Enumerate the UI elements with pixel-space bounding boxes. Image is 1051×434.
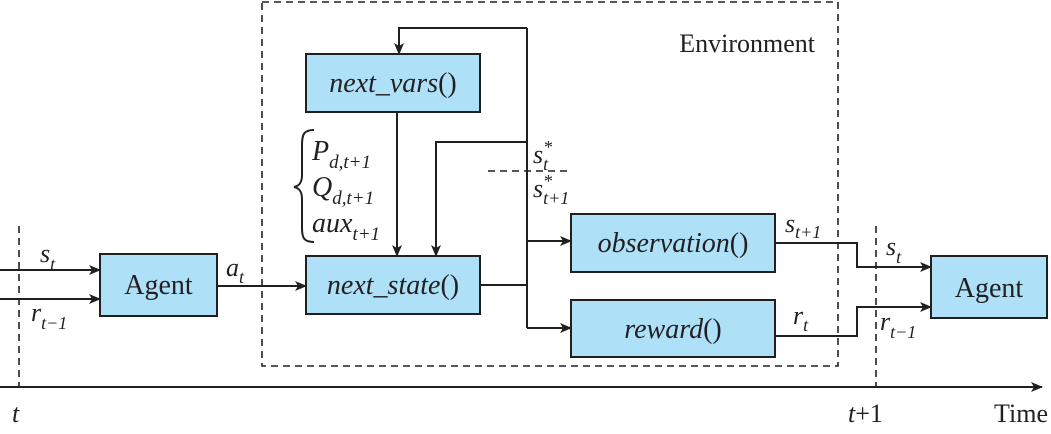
agent-block-right (930, 255, 1048, 319)
q-d-label: Qd,t+1 (312, 172, 374, 209)
s-star-t-label: s*t (533, 137, 552, 174)
reward-block (570, 299, 776, 358)
observation-output-arrow (775, 242, 932, 272)
tick-t: t (12, 399, 20, 428)
agent-left-label: Agent (124, 270, 193, 301)
reward-output-arrow (775, 302, 932, 337)
s-tp1-label: st+1 (785, 209, 821, 242)
feedback-to-next-vars-arrow (394, 27, 527, 55)
tick-t1: t+1 (848, 399, 883, 428)
s-t-label: st (40, 239, 56, 274)
s-star-tp1-label: s*t+1 (533, 171, 569, 208)
r-tm1-right-label: rt−1 (880, 307, 916, 342)
time-axis-label: Time (994, 399, 1048, 428)
next-state-label: next_state() (327, 270, 459, 301)
observation-label: observation() (598, 228, 749, 259)
next-vars-label: next_vars() (329, 68, 457, 99)
r-t-label: rt (793, 301, 809, 335)
s-t-right-label: st (886, 232, 902, 267)
agent-block-left (99, 253, 218, 317)
feedback-to-next-state-arrow (431, 141, 527, 257)
p-d-label: Pd,t+1 (311, 136, 371, 173)
environment-label: Environment (679, 29, 816, 58)
agent-right-label: Agent (955, 273, 1024, 304)
variables-brace (293, 129, 315, 243)
a-t-label: at (226, 253, 245, 287)
environment-boundary (261, 1, 839, 367)
reward-label: reward() (624, 314, 721, 345)
aux-label: auxt+1 (312, 208, 380, 245)
next-vars-block (305, 53, 481, 113)
next-state-block (305, 255, 481, 315)
r-tm1-label: rt−1 (31, 298, 67, 333)
